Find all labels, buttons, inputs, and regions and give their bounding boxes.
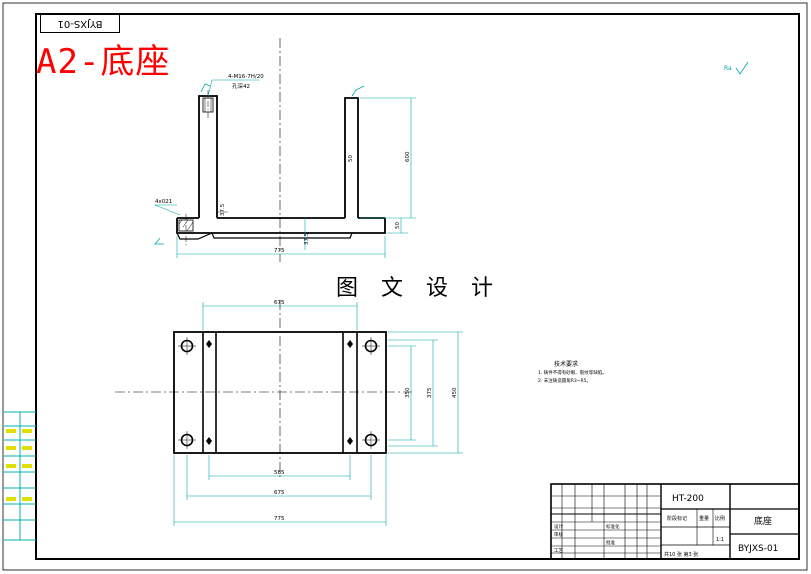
dim-right-inner: 350: [405, 387, 411, 398]
roughness-general: Ra: [724, 65, 732, 72]
col-weight: 重量: [699, 515, 709, 522]
row-approve: 批准: [606, 539, 615, 546]
material: HT-200: [672, 494, 704, 504]
front-dim-texts: 775 600 50 37.5 37.5 50 4-M16-7H/20 孔深42…: [155, 74, 411, 254]
binding-strip-marks: [6, 429, 32, 501]
binding-strip: [4, 411, 36, 541]
title-block-texts: HT-200 底座 BYJXS-01 1:1 共10 张 第3 张 阶段标记 重…: [554, 494, 778, 558]
dim-upright-height: 600: [405, 151, 411, 162]
sheet-title: A2-底座: [36, 42, 171, 82]
note-hole-depth: 孔深42: [232, 82, 250, 90]
dim-top-span: 675: [274, 300, 285, 306]
dim-flange: 50: [395, 222, 401, 229]
plan-threaded-holes: [206, 340, 353, 445]
front-view: [176, 38, 386, 262]
note-hole: 4-M16-7H/20: [228, 74, 264, 80]
sheet-count: 共10 张 第3 张: [664, 551, 698, 558]
row-process: 工艺: [554, 548, 563, 554]
dim-overall-width: 775: [274, 248, 285, 254]
col-scale: 比例: [715, 515, 725, 522]
row-standard: 标准化: [606, 523, 620, 530]
dim-right-mid: 375: [427, 387, 433, 398]
tech-req-heading: 技术要求: [554, 360, 578, 368]
dim-bottom-inner: 585: [274, 470, 285, 476]
dim-bottom-overall: 775: [274, 516, 285, 522]
col-stage: 阶段标记: [667, 515, 687, 522]
plan-view: [115, 300, 412, 478]
plan-dim-texts: 675 585 675 775 350 375 450: [274, 300, 458, 522]
tech-req-item-2: 2. 未注铸造圆角R3~R5。: [538, 377, 591, 384]
inner-frame: [35, 13, 800, 560]
scale-value: 1:1: [716, 537, 724, 543]
dim-rib: 37.5: [220, 203, 226, 216]
roughness-symbols: [154, 61, 749, 245]
title-block: [550, 483, 800, 560]
watermark-text: 图 文 设 计: [336, 276, 501, 301]
dim-bottom-mid: 675: [274, 490, 285, 496]
front-dimensions: [154, 79, 416, 258]
row-design: 设计: [554, 523, 563, 530]
dim-base-thickness: 37.5: [304, 232, 310, 245]
dim-upright-width: 50: [348, 155, 354, 162]
plan-dimensions: [173, 302, 463, 526]
drawing-number: BYJXS-01: [738, 544, 778, 554]
note-hole-pitch: 4x021: [155, 199, 172, 205]
row-review: 审核: [554, 531, 563, 538]
drawing-code-rotated: BYJXS-01: [40, 14, 120, 33]
part-name: 底座: [754, 515, 772, 527]
dim-right-overall: 450: [452, 387, 458, 398]
tech-req-item-1: 1. 铸件不得有砂眼、裂纹等缺陷。: [538, 369, 607, 376]
